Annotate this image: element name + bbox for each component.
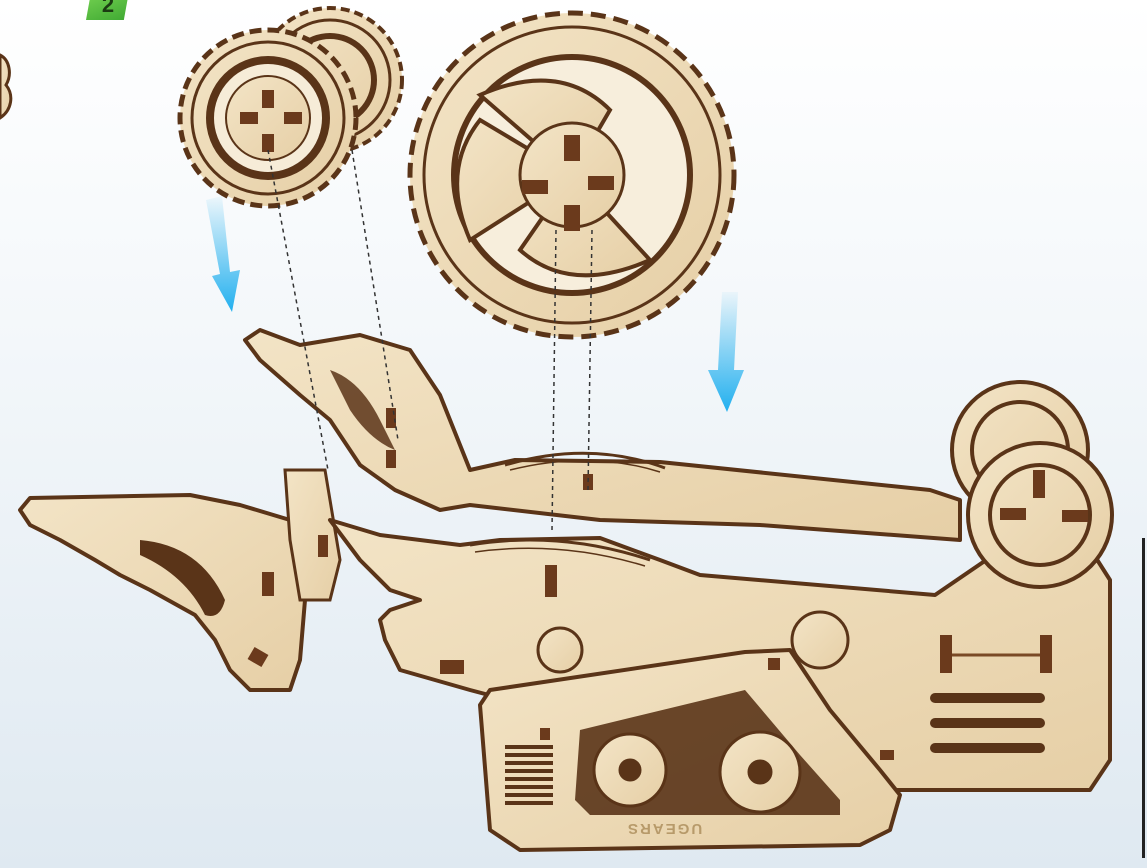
brand-engraving: UGEARS — [626, 820, 702, 837]
page-edge-rule — [1142, 538, 1145, 858]
large-gear-ratchet — [410, 13, 734, 337]
left-lever-arm — [20, 470, 340, 690]
down-arrow-icon-right — [708, 292, 744, 412]
back-frame-plate — [245, 330, 960, 540]
down-arrow-icon — [206, 196, 240, 312]
small-gear-front — [180, 30, 356, 206]
partial-gear-left — [0, 55, 11, 118]
right-frame-gears — [952, 382, 1112, 587]
